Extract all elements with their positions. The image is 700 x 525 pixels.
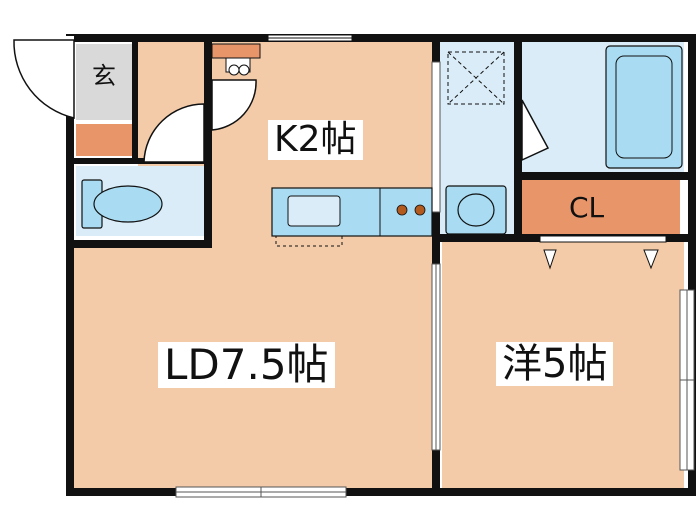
living-dining-label: LD7.5帖 xyxy=(158,342,335,388)
washbasin-icon xyxy=(445,185,507,235)
washing-machine-icon xyxy=(447,51,505,105)
toilet-door xyxy=(143,103,205,163)
bell-icon xyxy=(225,57,251,76)
kitchen-label: K2帖 xyxy=(268,120,363,160)
stove-burner-icon xyxy=(414,204,426,216)
entrance-floor xyxy=(76,44,136,120)
entrance-step xyxy=(76,124,136,156)
closet-floor xyxy=(522,180,680,234)
closet-label: CL xyxy=(569,191,605,224)
sink-icon xyxy=(287,195,341,227)
closet-door-marker xyxy=(543,249,557,270)
entrance-label: 玄 xyxy=(92,62,116,90)
shoe-cabinet xyxy=(211,43,261,59)
closet-door-marker xyxy=(643,249,659,270)
closet-rail xyxy=(539,235,667,243)
western-room-label: 洋5帖 xyxy=(496,342,614,386)
stove-burner-icon xyxy=(396,204,408,216)
counter-overhang xyxy=(275,235,343,247)
hall-door xyxy=(211,79,257,131)
washroom-door xyxy=(521,99,550,162)
windows xyxy=(34,34,695,498)
toilet-icon xyxy=(81,179,163,229)
entrance-door xyxy=(13,39,75,119)
